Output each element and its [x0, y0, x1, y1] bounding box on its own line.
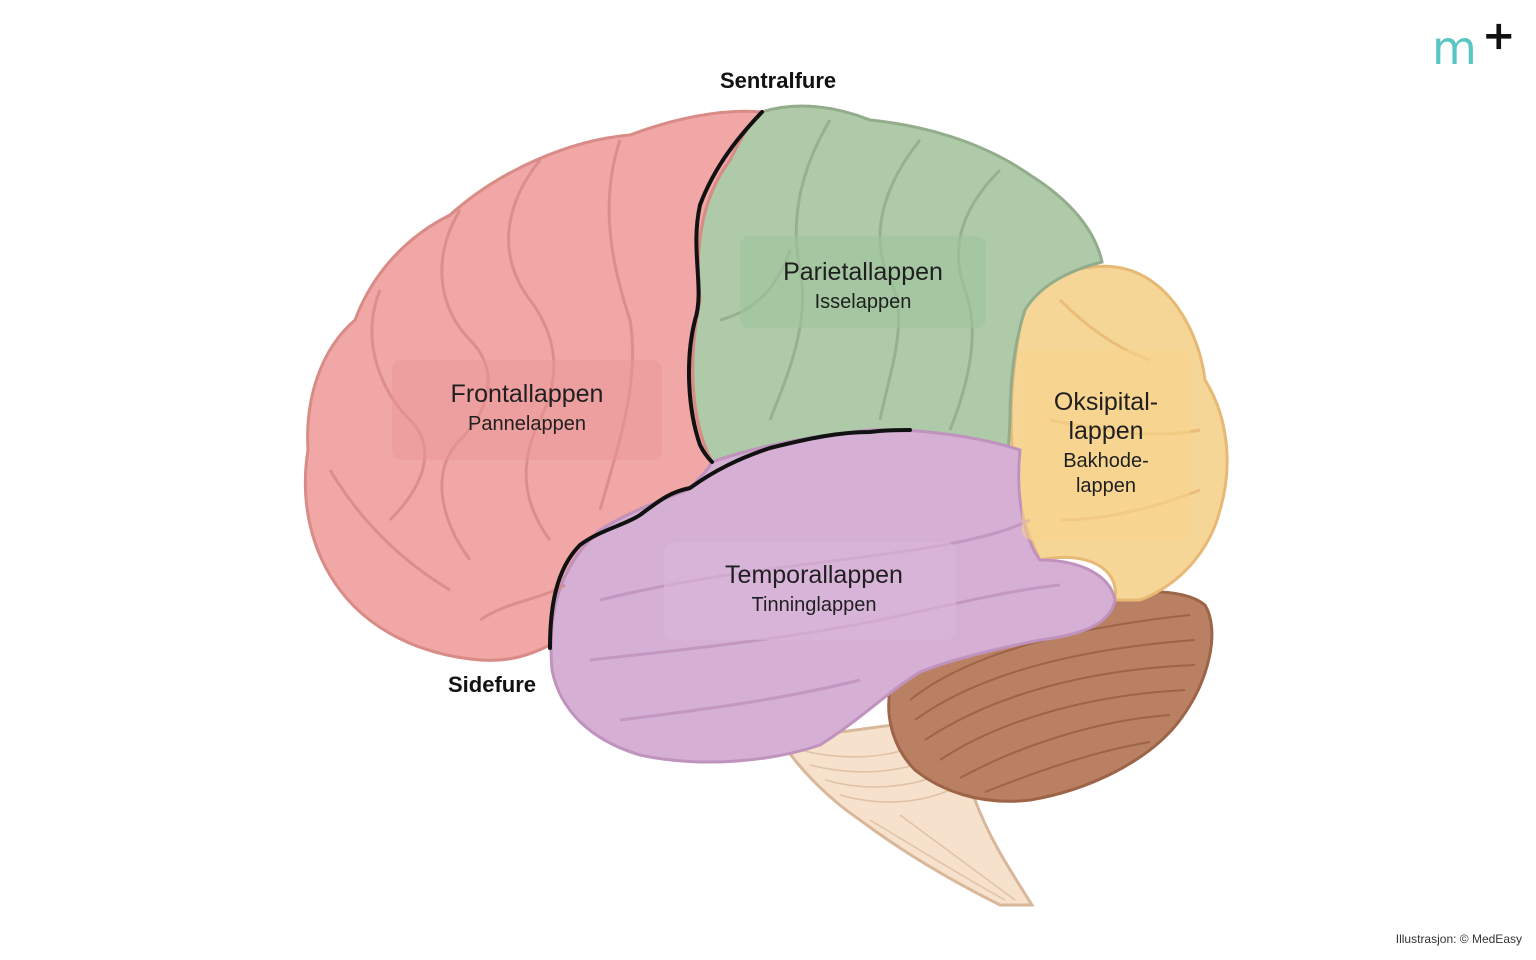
- temporal-lobe-name: Temporallappen: [725, 561, 903, 589]
- central-sulcus-line: [686, 110, 764, 464]
- brainstem-lines: [799, 744, 1016, 901]
- temporal-label: Temporallappen Tinninglappen: [664, 561, 964, 617]
- lateral-sulcus-label: Sidefure: [448, 672, 537, 697]
- frontal-lobe-subname: Pannelappen: [468, 412, 586, 435]
- frontal-label: Frontallappen Pannelappen: [392, 380, 662, 436]
- cerebellum-folia: [909, 614, 1196, 793]
- parietal-lobe-name: Parietallappen: [783, 258, 943, 286]
- frontal-gyri: [328, 139, 635, 622]
- central-sulcus-label: Sentralfure: [720, 68, 837, 93]
- occipital-lobe-subname-line2: lappen: [1075, 474, 1137, 497]
- temporal-lobe-subname: Tinninglappen: [751, 593, 877, 616]
- occipital-lobe-name-line2: lappen: [1068, 416, 1144, 445]
- occipital-label-box: [1022, 350, 1190, 540]
- frontal-lobe: [303, 109, 766, 662]
- parietal-label-box: [740, 236, 986, 328]
- occipital-lobe-subname-line1: Bakhode-: [1063, 449, 1149, 472]
- medeasy-logo: m +: [1432, 16, 1516, 75]
- parietal-lobe-subname: Isselappen: [814, 290, 912, 313]
- illustration-credit: Illustrasjon: © MedEasy: [1395, 932, 1522, 946]
- parietal-label: Parietallappen Isselappen: [740, 258, 986, 314]
- frontal-lobe-name: Frontallappen: [450, 380, 604, 408]
- occipital-lobe-name-line1: Oksipital-: [1053, 388, 1159, 416]
- temporal-label-box: [664, 542, 956, 640]
- lateral-sulcus-line: [548, 428, 912, 650]
- frontal-label-box: [392, 360, 662, 460]
- occipital-label: Oksipital- lappen Bakhode- lappen: [1022, 388, 1190, 498]
- logo-m-mark: m: [1432, 21, 1477, 75]
- logo-plus-mark: +: [1482, 13, 1516, 59]
